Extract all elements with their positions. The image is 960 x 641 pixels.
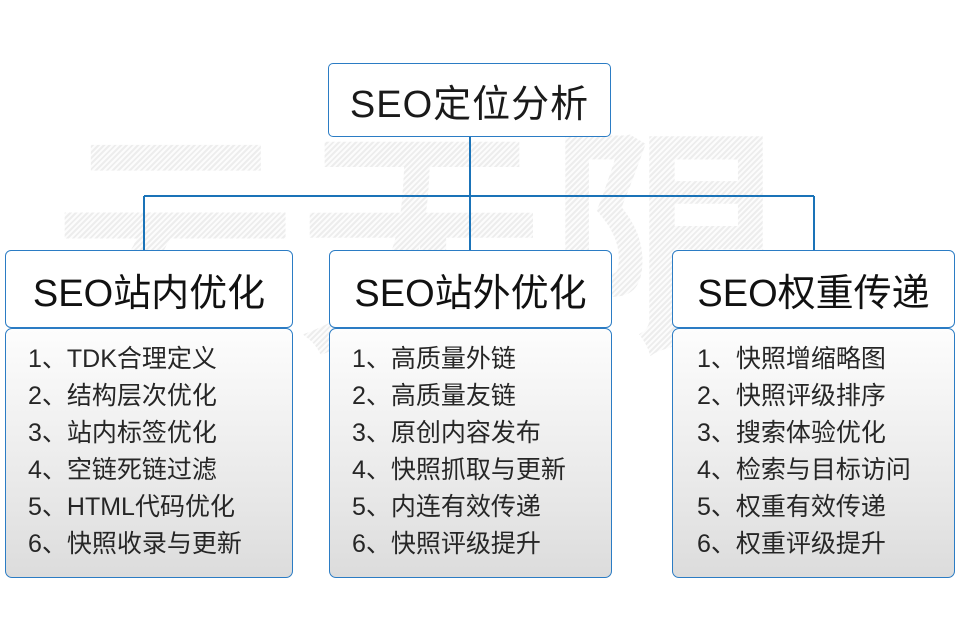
list-item: 5、内连有效传递 [352,493,541,521]
list-item: 1、快照增缩略图 [697,345,886,373]
list-item: 4、空链死链过滤 [28,456,217,484]
list-item: 2、结构层次优化 [28,382,217,410]
root-node[interactable]: SEO定位分析 [328,63,611,137]
branch-header-3-label: SEO权重传递 [697,272,930,315]
branch-column-3: SEO权重传递 1、快照增缩略图 2、快照评级排序 3、搜索体验优化 4、检索与… [672,250,955,580]
list-item: 3、站内标签优化 [28,419,217,447]
branch-body-3: 1、快照增缩略图 2、快照评级排序 3、搜索体验优化 4、检索与目标访问 5、权… [672,328,955,578]
branch-item-list-1: 1、TDK合理定义 2、结构层次优化 3、站内标签优化 4、空链死链过滤 5、H… [6,341,292,563]
branch-header-2-label: SEO站外优化 [354,272,587,315]
list-item: 5、HTML代码优化 [28,493,235,521]
list-item: 1、高质量外链 [352,345,516,373]
list-item: 6、快照评级提升 [352,530,541,558]
branch-body-2: 1、高质量外链 2、高质量友链 3、原创内容发布 4、快照抓取与更新 5、内连有… [329,328,612,578]
list-item: 6、快照收录与更新 [28,530,242,558]
list-item: 2、快照评级排序 [697,382,886,410]
list-item: 2、高质量友链 [352,382,516,410]
branch-column-1: SEO站内优化 1、TDK合理定义 2、结构层次优化 3、站内标签优化 4、空链… [5,250,293,580]
branch-header-3[interactable]: SEO权重传递 [672,250,955,328]
branch-column-2: SEO站外优化 1、高质量外链 2、高质量友链 3、原创内容发布 4、快照抓取与… [329,250,612,580]
list-item: 5、权重有效传递 [697,493,886,521]
branch-item-list-3: 1、快照增缩略图 2、快照评级排序 3、搜索体验优化 4、检索与目标访问 5、权… [673,341,954,563]
branch-header-1[interactable]: SEO站内优化 [5,250,293,328]
root-node-label: SEO定位分析 [349,83,590,126]
list-item: 3、原创内容发布 [352,419,541,447]
list-item: 4、检索与目标访问 [697,456,911,484]
list-item: 3、搜索体验优化 [697,419,886,447]
branch-item-list-2: 1、高质量外链 2、高质量友链 3、原创内容发布 4、快照抓取与更新 5、内连有… [330,341,611,563]
branch-body-1: 1、TDK合理定义 2、结构层次优化 3、站内标签优化 4、空链死链过滤 5、H… [5,328,293,578]
branch-header-1-label: SEO站内优化 [32,272,266,315]
branch-header-2[interactable]: SEO站外优化 [329,250,612,328]
list-item: 1、TDK合理定义 [28,345,217,373]
list-item: 4、快照抓取与更新 [352,456,566,484]
list-item: 6、权重评级提升 [697,530,886,558]
